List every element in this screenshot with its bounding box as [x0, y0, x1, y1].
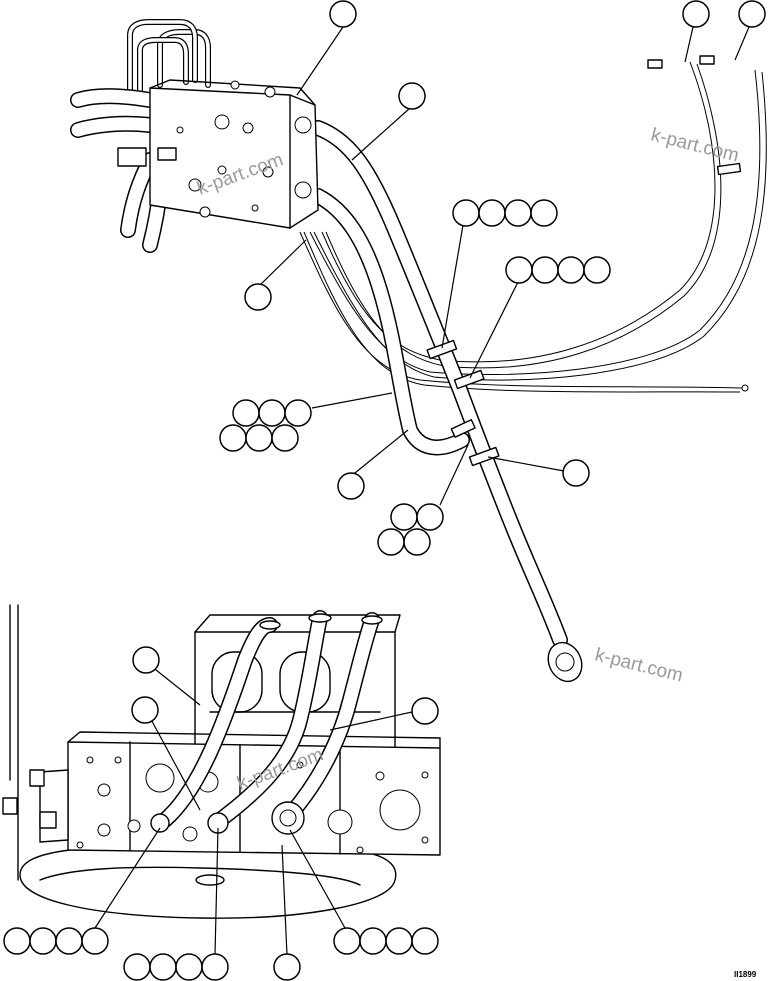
callout-group-lower-right — [333, 927, 439, 955]
callout-group-lower-b — [131, 696, 159, 724]
callout-bubble — [452, 199, 480, 227]
callout-bubble — [244, 283, 272, 311]
callout-group-valve — [244, 283, 272, 311]
callout-bubble — [390, 503, 418, 531]
callout-group-lower-mid — [123, 953, 229, 981]
callout-group-clamp-single — [562, 459, 590, 487]
callout-bubble — [398, 82, 426, 110]
callout-bubble — [284, 399, 312, 427]
callout-bubble — [411, 697, 439, 725]
callout-bubble — [359, 927, 387, 955]
callout-group-lower-left — [3, 927, 109, 955]
callout-bubble — [385, 927, 413, 955]
clamp-2 — [453, 369, 485, 390]
callout-group-lower-bottom — [273, 953, 301, 981]
callout-group-seven — [219, 399, 312, 452]
callout-group-upper-top — [329, 0, 357, 28]
line-clamp-right — [716, 162, 742, 176]
figure-code: II1899 — [734, 970, 757, 979]
callout-bubble — [562, 459, 590, 487]
watermark: k-part.com — [593, 644, 685, 686]
callout-bubble — [271, 424, 299, 452]
callout-group-clamp-a — [452, 199, 558, 227]
valve-left-hoses — [70, 88, 168, 253]
callout-bubble — [682, 0, 710, 28]
callout-bubble — [232, 399, 260, 427]
main-hoses — [310, 120, 583, 683]
callout-bubble — [131, 696, 159, 724]
upper-assembly — [70, 19, 767, 683]
callout-group-five — [377, 503, 444, 556]
callout-bubble — [132, 646, 160, 674]
clamp-1 — [426, 339, 458, 360]
fitting-right-b — [699, 55, 715, 65]
lower-assembly — [2, 604, 441, 919]
callout-group-upper-right — [682, 0, 766, 28]
callout-bubble — [258, 399, 286, 427]
callout-bubble — [504, 199, 532, 227]
callout-bubble — [219, 424, 247, 452]
callout-bubble — [530, 199, 558, 227]
callout-bubble — [411, 927, 439, 955]
callout-bubble — [123, 953, 151, 981]
callout-bubble — [505, 256, 533, 284]
callout-bubble — [55, 927, 83, 955]
callout-bubble — [738, 0, 766, 28]
callout-bubble — [416, 503, 444, 531]
callout-group-upper-hose — [398, 82, 426, 110]
lower-hoses — [150, 610, 383, 835]
callout-bubble — [3, 927, 31, 955]
manifold-block — [29, 731, 441, 856]
callout-bubble — [557, 256, 585, 284]
base-plate — [19, 844, 397, 919]
clamp-4 — [468, 446, 500, 467]
callout-bubble — [149, 953, 177, 981]
callout-bubble — [531, 256, 559, 284]
line-end-fitting — [741, 384, 749, 392]
callout-group-lower-a — [132, 646, 160, 674]
callout-group-clamp-b — [505, 256, 611, 284]
valve-top-tubes — [127, 19, 211, 98]
callout-bubble — [273, 953, 301, 981]
callout-bubble — [29, 927, 57, 955]
callout-bubble — [478, 199, 506, 227]
control-valve-block — [149, 79, 319, 229]
callout-bubble — [337, 472, 365, 500]
callout-bubble — [333, 927, 361, 955]
callout-group-hose-lower — [337, 472, 365, 500]
callout-bubble — [403, 528, 431, 556]
callout-bubble — [245, 424, 273, 452]
frame-fitting — [2, 797, 18, 815]
hose-fitting — [117, 147, 147, 167]
callout-bubble — [81, 927, 109, 955]
leader-lines — [94, 26, 750, 956]
callout-bubble — [583, 256, 611, 284]
callout-bubble — [377, 528, 405, 556]
callout-group-lower-c — [411, 697, 439, 725]
callout-bubble — [329, 0, 357, 28]
callout-bubble — [175, 953, 203, 981]
callout-bubble — [201, 953, 229, 981]
clamp-3 — [450, 419, 476, 438]
fitting-right-a — [647, 59, 663, 69]
callout-bubbles — [3, 0, 766, 981]
pilot-lines — [299, 55, 767, 393]
watermark: k-part.com — [649, 124, 741, 166]
